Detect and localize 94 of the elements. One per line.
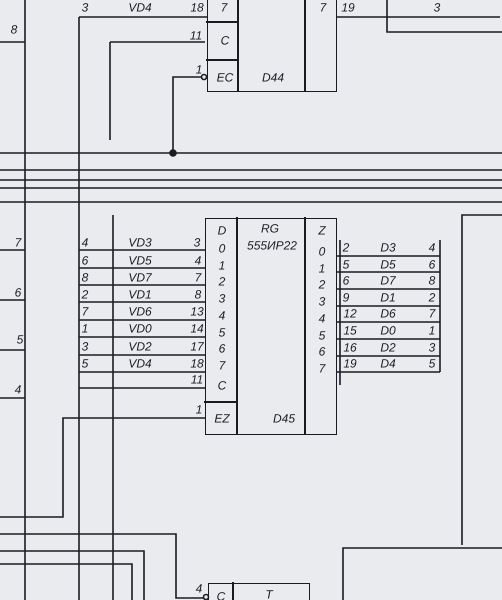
pin-number: 8 (10, 24, 18, 36)
pin-label: 7 (218, 359, 226, 372)
pin-label: 3 (318, 296, 326, 309)
pin-number: 7 (428, 308, 436, 320)
signal-name: D1 (380, 292, 396, 304)
pin-number: 2 (82, 288, 88, 302)
pin-number: 2 (342, 242, 350, 254)
signal-name: VD4 (128, 358, 152, 370)
pin-number: 6 (14, 286, 22, 300)
pin-number: 13 (190, 306, 204, 318)
pin-number: 3 (82, 2, 88, 14)
pin-number: 5 (342, 258, 350, 272)
pin-number: 7 (14, 236, 22, 250)
pin-label: 4 (318, 312, 326, 326)
pin-label: 7 (320, 2, 326, 14)
pin-number: 18 (190, 2, 204, 14)
signal-name: D6 (380, 308, 396, 320)
signal-name: D7 (380, 274, 396, 288)
pin-number: 3 (82, 340, 88, 354)
pin-number: 6 (342, 274, 350, 288)
pin-label: 4 (218, 309, 226, 322)
signal-name: VD2 (128, 340, 152, 354)
pin-label: 2 (318, 278, 326, 292)
pin-number: 18 (190, 358, 204, 370)
pin-number: 6 (82, 254, 88, 268)
pin-label: 0 (318, 246, 326, 258)
signal-name: VD5 (128, 254, 152, 268)
pin-number: 1 (196, 64, 202, 76)
pin-label: C (220, 34, 230, 48)
pin-label: C (218, 380, 226, 392)
pin-label: D (218, 224, 226, 238)
pin-label: T (265, 588, 273, 600)
signal-name: D4 (380, 358, 396, 370)
pin-label: 5 (218, 326, 226, 339)
signal-name: VD0 (128, 322, 152, 336)
pin-label: D44 (262, 72, 284, 84)
pin-label: 0 (218, 242, 226, 256)
pin-number: 7 (82, 306, 88, 318)
signal-name: D2 (380, 342, 396, 354)
pin-label: 1 (218, 259, 226, 272)
signal-name: VD6 (128, 306, 152, 318)
pin-number: 1 (196, 404, 202, 416)
pin-number: 11 (190, 374, 204, 386)
pin-label: D45 (273, 412, 295, 426)
pin-label: 7 (318, 362, 326, 376)
pin-number: 9 (342, 292, 350, 304)
pin-label: 2 (218, 276, 226, 289)
pin-number: 14 (190, 322, 204, 336)
pin-label: EC (216, 72, 234, 84)
pin-number: 3 (434, 2, 440, 14)
signal-name: VD1 (128, 288, 152, 302)
pin-label: 3 (218, 292, 226, 306)
chip-box (207, 0, 337, 92)
pin-number: 8 (428, 274, 436, 288)
pin-label: RG (261, 222, 279, 236)
pin-label: 6 (318, 346, 326, 359)
pin-label: 555ИР22 (247, 240, 297, 252)
pin-label: 1 (318, 262, 326, 276)
chip-box (205, 218, 337, 435)
pin-label: 7 (220, 2, 228, 14)
pin-number: 3 (194, 236, 200, 250)
pin-number: 4 (196, 582, 202, 596)
pin-label: 5 (318, 329, 326, 342)
pin-number: 11 (190, 30, 202, 42)
pin-number: 4 (428, 242, 436, 254)
signal-name: VD7 (128, 272, 152, 284)
pin-number: 15 (343, 324, 357, 338)
pin-number: 6 (428, 258, 436, 272)
pin-number: 5 (16, 334, 24, 346)
signal-name: D5 (380, 258, 396, 272)
pin-number: 3 (428, 342, 436, 354)
pin-number: 8 (82, 272, 88, 284)
pin-number: 17 (190, 340, 204, 354)
pin-number: 7 (194, 272, 202, 284)
pin-number: 16 (343, 342, 357, 354)
pin-number: 1 (82, 322, 88, 336)
pin-label: EZ (214, 412, 230, 426)
pin-number: 5 (82, 358, 88, 370)
pin-number: 1 (428, 324, 436, 338)
signal-name: D0 (380, 324, 396, 338)
pin-label: 6 (218, 342, 226, 356)
pin-number: 4 (82, 236, 88, 250)
pin-label: Z (318, 224, 326, 238)
pin-number: 4 (194, 254, 202, 268)
pin-number: 5 (428, 358, 436, 370)
pin-number: 8 (194, 288, 202, 302)
pin-number: 19 (341, 2, 355, 14)
signal-name: VD3 (128, 236, 152, 250)
pin-number: 2 (428, 292, 436, 304)
signal-name: VD4 (128, 2, 152, 14)
pin-number: 4 (14, 384, 22, 396)
pin-number: 19 (343, 358, 357, 370)
pin-number: 12 (343, 308, 357, 320)
signal-name: D3 (380, 242, 396, 254)
